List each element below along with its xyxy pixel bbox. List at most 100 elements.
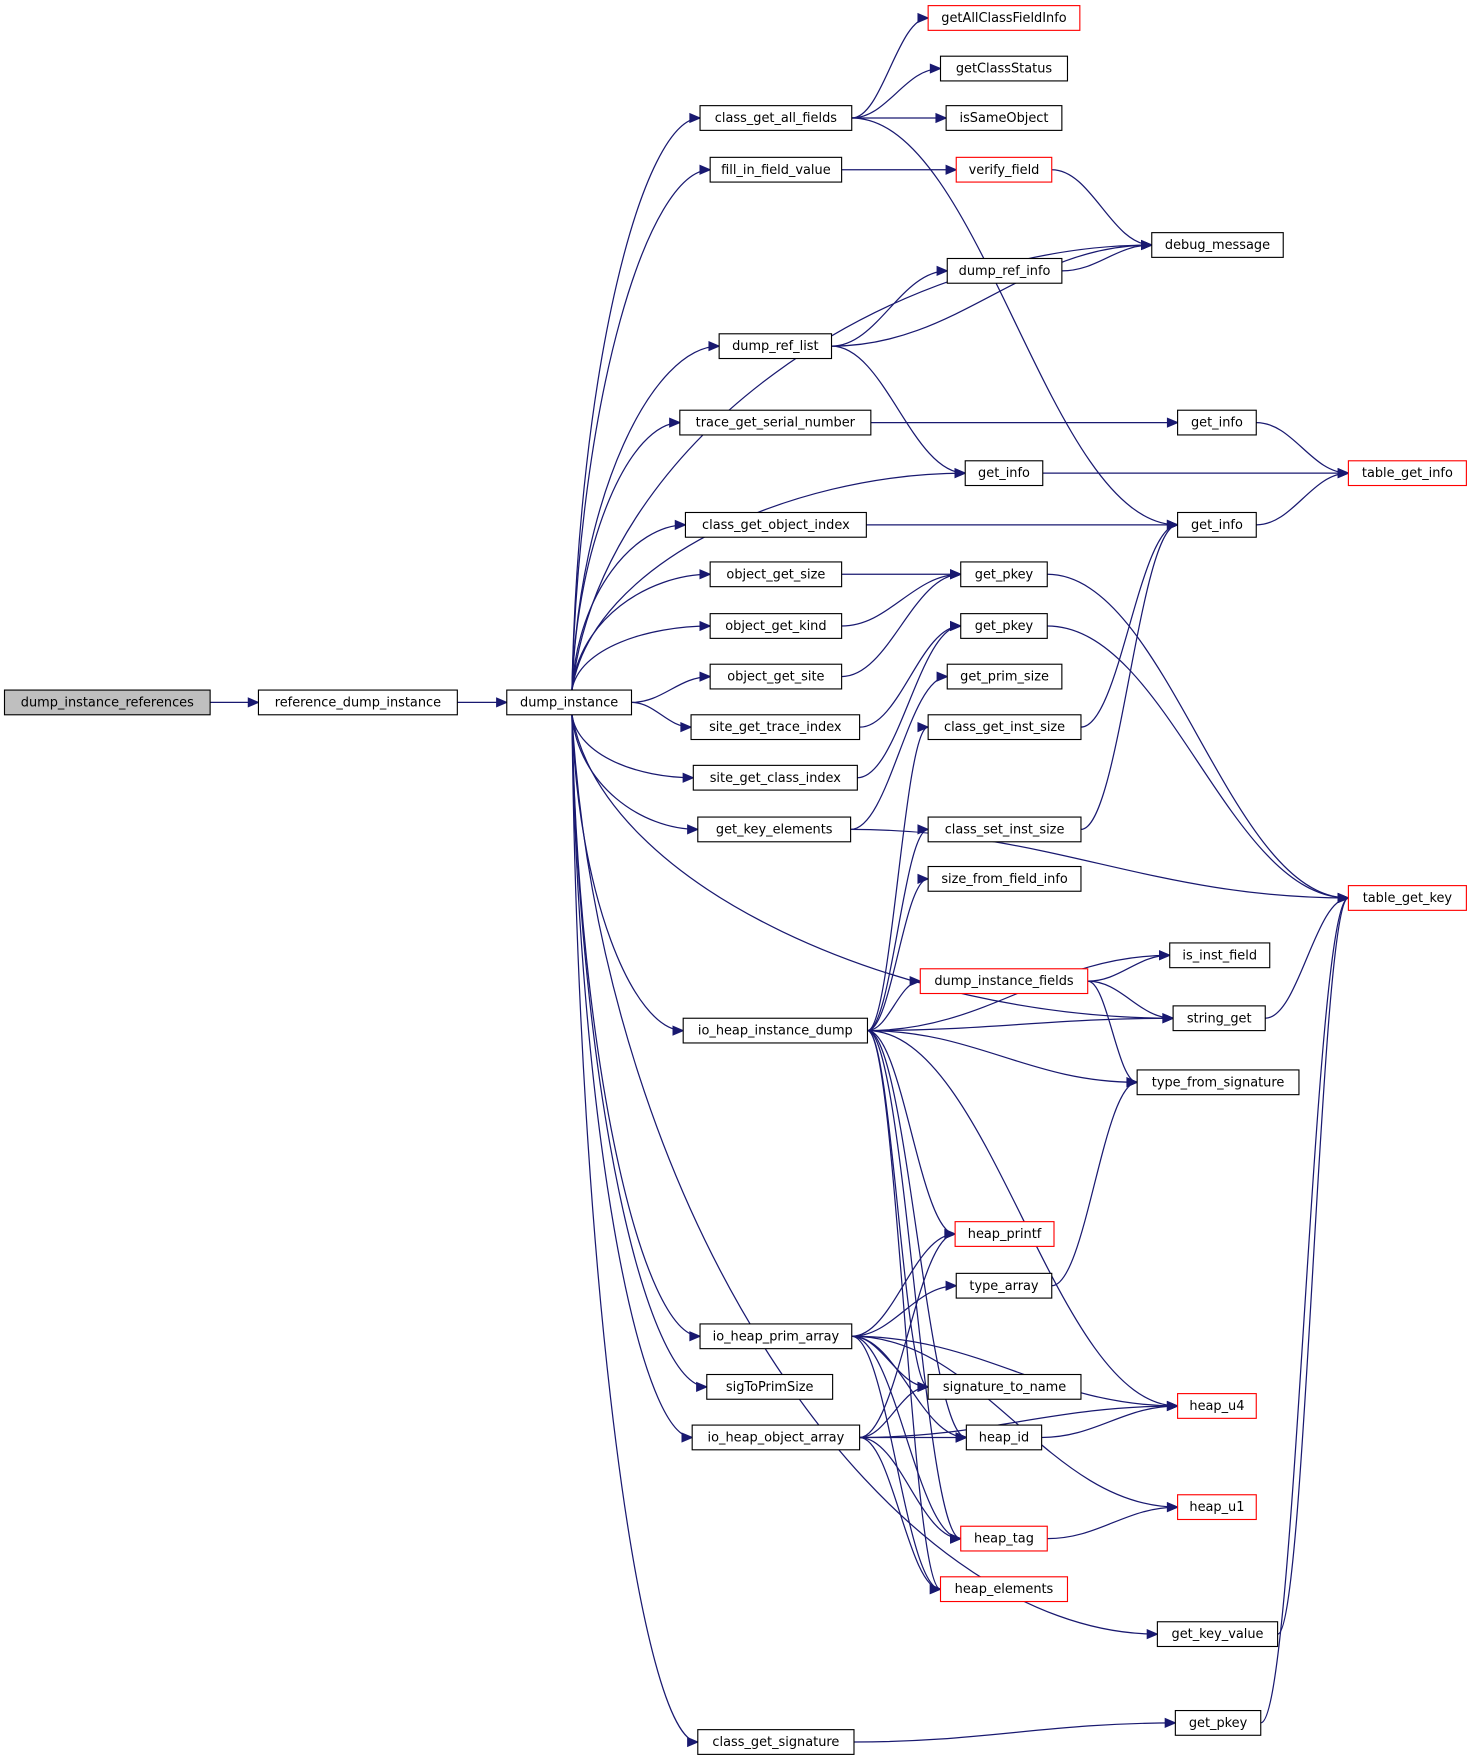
node-box bbox=[960, 561, 1048, 588]
arrowhead-icon bbox=[682, 772, 695, 783]
node-label: io_heap_instance_dump bbox=[698, 1024, 853, 1039]
node-get-info[interactable]: get_info bbox=[964, 460, 1044, 487]
node-label: get_pkey bbox=[1189, 1716, 1248, 1731]
call-edge-io-heap-instance-dump-to-dump-instance-fields bbox=[867, 976, 922, 1032]
node-get-class-status[interactable]: getClassStatus bbox=[939, 55, 1069, 82]
call-edge-fill-in-field-value-to-verify-field bbox=[841, 164, 958, 175]
call-edge-dump-instance-to-object-get-kind bbox=[571, 620, 712, 691]
arrowhead-icon bbox=[699, 569, 712, 580]
node-get-pkey[interactable]: get_pkey bbox=[960, 561, 1048, 588]
node-class-get-inst-size[interactable]: class_get_inst_size bbox=[927, 714, 1082, 741]
edge-line bbox=[851, 1285, 957, 1337]
node-box bbox=[1177, 1494, 1257, 1521]
node-class-get-object-index[interactable]: class_get_object_index bbox=[684, 511, 867, 538]
node-io-heap-object-array[interactable]: io_heap_object_array bbox=[691, 1424, 861, 1451]
node-get-all-class-field-info[interactable]: getAllClassFieldInfo bbox=[927, 5, 1081, 31]
node-dump-ref-info[interactable]: dump_ref_info bbox=[946, 257, 1063, 284]
edge-line bbox=[1047, 573, 1349, 899]
node-table-get-info[interactable]: table_get_info bbox=[1347, 460, 1467, 487]
node-heap-elements[interactable]: heap_elements bbox=[939, 1576, 1069, 1603]
node-get-pkey[interactable]: get_pkey bbox=[1174, 1709, 1262, 1736]
edge-line bbox=[831, 345, 966, 474]
call-edge-dump-instance-to-site-get-trace-index bbox=[631, 701, 693, 733]
arrowhead-icon bbox=[672, 1025, 685, 1036]
node-box bbox=[1172, 1005, 1266, 1032]
call-edge-site-get-class-index-to-get-pkey bbox=[857, 620, 963, 779]
node-box bbox=[946, 257, 1063, 284]
edge-line bbox=[850, 675, 948, 831]
node-dump-instance[interactable]: dump_instance bbox=[506, 689, 633, 716]
call-edge-dump-instance-fields-to-string-get bbox=[1087, 980, 1175, 1024]
call-edge-io-heap-object-array-to-heap-printf bbox=[859, 1228, 957, 1439]
node-dump-ref-list[interactable]: dump_ref_list bbox=[718, 333, 833, 360]
edge-line bbox=[859, 625, 961, 728]
node-class-get-signature[interactable]: class_get_signature bbox=[697, 1729, 855, 1755]
node-label: debug_message bbox=[1165, 238, 1270, 253]
arrowhead-icon bbox=[935, 112, 948, 124]
node-site-get-trace-index[interactable]: site_get_trace_index bbox=[690, 714, 861, 741]
node-object-get-site[interactable]: object_get_site bbox=[709, 663, 843, 690]
node-box bbox=[939, 1576, 1069, 1603]
node-signature-to-name[interactable]: signature_to_name bbox=[927, 1373, 1082, 1400]
node-dump-instance-fields[interactable]: dump_instance_fields bbox=[919, 968, 1089, 995]
node-heap-id[interactable]: heap_id bbox=[965, 1424, 1043, 1451]
node-heap-tag[interactable]: heap_tag bbox=[960, 1525, 1048, 1552]
node-class-set-inst-size[interactable]: class_set_inst_size bbox=[927, 816, 1082, 843]
node-table-get-key[interactable]: table_get_key bbox=[1347, 885, 1467, 911]
node-box bbox=[1177, 409, 1257, 436]
node-label: get_prim_size bbox=[960, 670, 1049, 685]
node-box bbox=[1177, 1393, 1257, 1419]
node-sig-to-prim-size[interactable]: sigToPrimSize bbox=[706, 1373, 834, 1400]
node-fill-in-field-value[interactable]: fill_in_field_value bbox=[709, 156, 843, 183]
node-io-heap-prim-array[interactable]: io_heap_prim_array bbox=[699, 1323, 853, 1350]
node-box bbox=[691, 1424, 861, 1451]
node-string-get[interactable]: string_get bbox=[1172, 1005, 1266, 1032]
edge-line bbox=[831, 270, 948, 347]
node-class-get-all-fields[interactable]: class_get_all_fields bbox=[699, 105, 853, 131]
node-label: object_get_size bbox=[726, 567, 825, 582]
node-trace-get-serial-number[interactable]: trace_get_serial_number bbox=[679, 409, 872, 436]
node-box bbox=[939, 55, 1069, 82]
call-edge-dump-instance-to-io-heap-object-array bbox=[571, 714, 694, 1443]
node-get-info[interactable]: get_info bbox=[1177, 409, 1257, 436]
node-get-pkey[interactable]: get_pkey bbox=[960, 613, 1048, 639]
arrowhead-icon bbox=[496, 697, 509, 708]
node-get-info[interactable]: get_info bbox=[1177, 511, 1257, 538]
arrowhead-icon bbox=[909, 976, 922, 987]
edge-line bbox=[867, 828, 929, 1032]
node-verify-field[interactable]: verify_field bbox=[955, 156, 1053, 183]
arrowhead-icon bbox=[917, 1381, 930, 1392]
node-object-get-kind[interactable]: object_get_kind bbox=[709, 613, 843, 639]
node-label: get_pkey bbox=[975, 619, 1034, 634]
node-type-array[interactable]: type_array bbox=[955, 1272, 1053, 1299]
call-edge-dump-instance-to-object-get-site bbox=[631, 671, 712, 704]
node-label: site_get_class_index bbox=[710, 771, 842, 786]
node-io-heap-instance-dump[interactable]: io_heap_instance_dump bbox=[682, 1017, 869, 1044]
edge-line bbox=[859, 1405, 1178, 1439]
node-heap-printf[interactable]: heap_printf bbox=[954, 1221, 1055, 1247]
call-edge-get-info-to-table-get-info bbox=[1042, 468, 1350, 479]
node-heap-u1[interactable]: heap_u1 bbox=[1177, 1494, 1257, 1521]
node-label: type_from_signature bbox=[1152, 1075, 1285, 1090]
edge-line bbox=[571, 117, 701, 691]
call-edge-dump-instance-to-io-heap-instance-dump bbox=[571, 714, 685, 1036]
node-reference-dump-instance[interactable]: reference_dump_instance bbox=[257, 689, 458, 716]
call-edge-dump-instance-fields-to-is-inst-field bbox=[1087, 950, 1172, 982]
node-get-prim-size[interactable]: get_prim_size bbox=[946, 663, 1063, 690]
arrowhead-icon bbox=[1166, 417, 1180, 428]
node-heap-u4[interactable]: heap_u4 bbox=[1177, 1393, 1257, 1419]
edge-line bbox=[831, 244, 1152, 347]
node-site-get-class-index[interactable]: site_get_class_index bbox=[692, 764, 858, 791]
node-is-same-object[interactable]: isSameObject bbox=[945, 105, 1063, 131]
node-get-key-value[interactable]: get_key_value bbox=[1156, 1621, 1279, 1648]
node-is-inst-field[interactable]: is_inst_field bbox=[1169, 942, 1271, 969]
node-get-key-elements[interactable]: get_key_elements bbox=[697, 816, 852, 843]
node-label: heap_id bbox=[979, 1431, 1029, 1446]
node-size-from-field-info[interactable]: size_from_field_info bbox=[927, 865, 1082, 892]
node-debug-message[interactable]: debug_message bbox=[1151, 232, 1284, 258]
call-edge-site-get-trace-index-to-get-pkey bbox=[859, 620, 963, 728]
edge-line bbox=[1256, 472, 1349, 526]
arrowhead-icon bbox=[674, 519, 687, 530]
node-type-from-signature[interactable]: type_from_signature bbox=[1136, 1069, 1300, 1096]
node-object-get-size[interactable]: object_get_size bbox=[709, 561, 843, 588]
